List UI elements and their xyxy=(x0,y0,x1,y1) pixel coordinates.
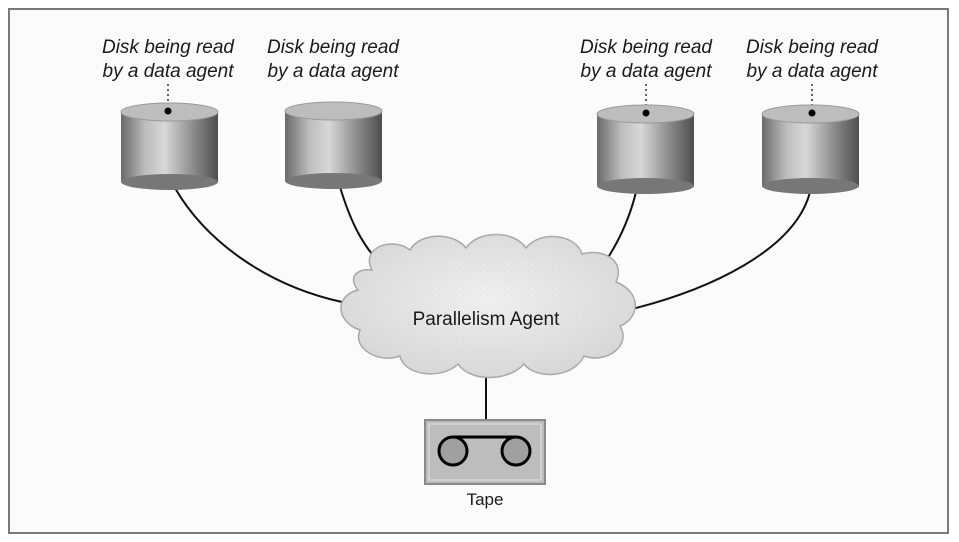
disk-1-body xyxy=(121,112,218,182)
disk-3-bottom xyxy=(597,178,694,194)
disk-4-dot xyxy=(808,109,816,117)
disk-4-body xyxy=(762,114,859,186)
disk-2-label-line2: by a data agent xyxy=(268,61,400,82)
disk-2-body xyxy=(285,111,382,181)
disk-2-top xyxy=(284,101,383,121)
disk-4-label-line1: Disk being read xyxy=(746,37,879,58)
disk-4-bottom xyxy=(762,178,859,194)
disk-1: Disk being read by a data agent xyxy=(102,37,235,190)
tape-label: Tape xyxy=(467,490,504,509)
disk-2-bottom xyxy=(285,173,382,189)
disk-3-label-line1: Disk being read xyxy=(580,37,713,58)
tape-device: Tape xyxy=(424,419,546,509)
disk-3-dot xyxy=(642,109,650,117)
disk-1-label-line1: Disk being read xyxy=(102,37,235,58)
disk-2-label-line1: Disk being read xyxy=(267,37,400,58)
connector-disk-4 xyxy=(627,191,811,311)
disk-4: Disk being read by a data agent xyxy=(746,37,879,194)
disk-1-label-line2: by a data agent xyxy=(103,61,235,82)
disk-2: Disk being read by a data agent xyxy=(267,37,400,189)
disk-3-body xyxy=(597,114,694,186)
disk-3: Disk being read by a data agent xyxy=(580,37,713,194)
disk-1-dot xyxy=(164,107,172,115)
disk-3-label-line2: by a data agent xyxy=(581,61,713,82)
parallelism-agent-cloud: Parallelism Agent xyxy=(340,233,636,379)
disk-1-bottom xyxy=(121,174,218,190)
tape-reel-icon xyxy=(437,435,532,467)
connector-disk-1 xyxy=(174,187,343,303)
parallelism-agent-label: Parallelism Agent xyxy=(413,309,561,330)
disk-4-label-line2: by a data agent xyxy=(747,61,879,82)
